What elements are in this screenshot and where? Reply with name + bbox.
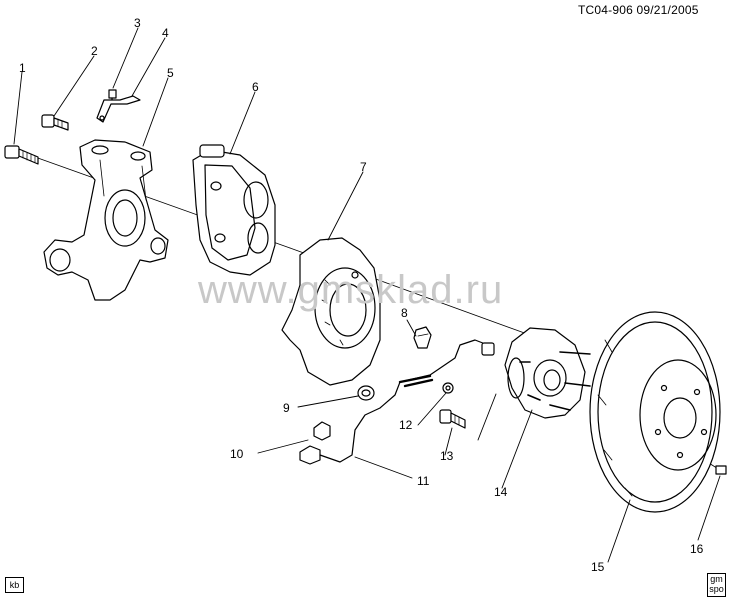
callout-13: 13 <box>440 449 454 463</box>
bolt-part-1 <box>4 145 39 165</box>
gm-spo-logo: gm spo <box>707 573 726 597</box>
leader-lines <box>13 27 721 563</box>
diagram-ref-code: TC04-906 <box>578 3 633 17</box>
callout-15: 15 <box>591 560 605 574</box>
wheel-speed-sensor-harness-part-11 <box>319 339 495 463</box>
grommet-part-9 <box>357 385 375 401</box>
callout-2: 2 <box>91 44 98 58</box>
diagram-date: 09/21/2005 <box>636 3 699 17</box>
callout-1: 1 <box>19 61 26 75</box>
callout-9: 9 <box>283 401 290 415</box>
callout-5: 5 <box>167 66 174 80</box>
watermark-text: www.gmsklad.ru <box>198 268 504 312</box>
callout-4: 4 <box>162 26 169 40</box>
diagram-reference: TC04-906 09/21/2005 <box>578 3 699 17</box>
corner-tag-left: kb <box>5 577 24 593</box>
brake-rotor-part-15 <box>589 311 721 513</box>
splash-shield-part-7 <box>281 237 381 386</box>
callout-14: 14 <box>494 485 508 499</box>
callout-11: 11 <box>417 474 430 488</box>
bolt-part-2 <box>41 114 69 131</box>
brake-caliper-part-6 <box>192 144 276 276</box>
screw-part-16 <box>715 465 727 475</box>
callout-12: 12 <box>399 418 413 432</box>
callout-16: 16 <box>690 542 704 556</box>
logo-line-1: gm <box>710 574 723 584</box>
bolt-part-13 <box>439 409 466 429</box>
callout-3: 3 <box>134 16 141 30</box>
bracket-part-4 <box>96 95 141 123</box>
callout-7: 7 <box>360 160 367 174</box>
callout-8: 8 <box>401 306 408 320</box>
connector-part-10 <box>299 421 331 465</box>
steering-knuckle-part-5 <box>43 139 169 301</box>
callout-10: 10 <box>230 447 244 461</box>
nut-part-12 <box>442 382 454 394</box>
callout-6: 6 <box>252 80 259 94</box>
clip-part-8 <box>413 326 432 349</box>
wheel-hub-part-14 <box>504 327 591 419</box>
logo-line-2: spo <box>709 584 724 594</box>
